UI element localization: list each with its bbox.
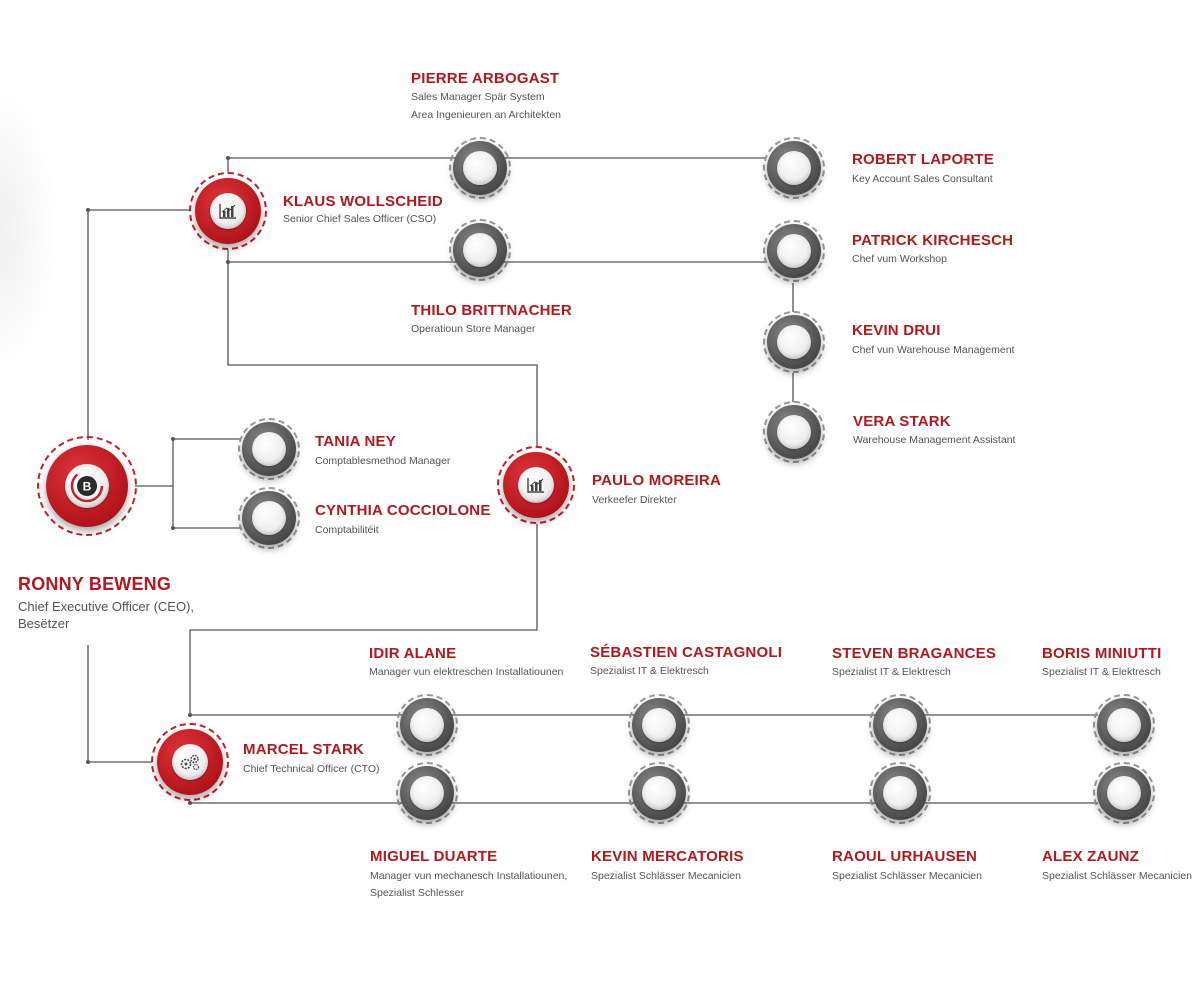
ceo-name: RONNY BEWENG — [18, 574, 172, 594]
pierre-role-line1: Sales Manager Spär System — [411, 91, 545, 103]
thilo-name: THILO BRITTNACHER — [411, 302, 572, 319]
node-pierre[interactable] — [449, 137, 511, 199]
cynthia-role: Comptabilitéit — [315, 524, 379, 536]
kevin-drui-name: KEVIN DRUI — [852, 322, 941, 339]
cso-role: Senior Chief Sales Officer (CSO) — [283, 213, 437, 225]
node-sebastien[interactable] — [628, 694, 690, 756]
joint-dot — [188, 713, 192, 717]
kevin-mercatoris-name: KEVIN MERCATORIS — [591, 848, 744, 865]
gears-icon — [172, 744, 208, 780]
joint-dot — [226, 260, 230, 264]
tania-role: Comptablesmethod Manager — [315, 455, 451, 467]
sebastien-role: Spezialist IT & Elektresch — [590, 665, 709, 677]
miguel-name: MIGUEL DUARTE — [370, 848, 498, 865]
node-miguel[interactable] — [396, 762, 458, 824]
pierre-name: PIERRE ARBOGAST — [411, 70, 560, 87]
line-cso-to-director — [227, 262, 538, 446]
cso-name: KLAUS WOLLSCHEID — [283, 193, 443, 210]
ceo-role-line2: Besëtzer — [18, 616, 70, 631]
joint-dot — [171, 526, 175, 530]
cynthia-name: CYNTHIA COCCIOLONE — [315, 502, 491, 519]
raoul-role: Spezialist Schlässer Mecanicien — [832, 870, 982, 882]
miguel-role-line2: Spezialist Schlesser — [370, 887, 464, 899]
sales-director-role: Verkeefer Direkter — [592, 494, 677, 506]
b-logo-icon: B — [65, 464, 109, 508]
node-tania[interactable] — [238, 418, 300, 480]
joint-dot — [171, 437, 175, 441]
boris-role: Spezialist IT & Elektresch — [1042, 666, 1161, 678]
robert-name: ROBERT LAPORTE — [852, 151, 994, 168]
node-steven[interactable] — [869, 694, 931, 756]
alex-role: Spezialist Schlässer Mecanicien — [1042, 870, 1192, 882]
ceo-role-line1: Chief Executive Officer (CEO), — [18, 599, 195, 614]
vera-role: Warehouse Management Assistant — [853, 434, 1016, 446]
joint-dot — [86, 760, 90, 764]
node-alex[interactable] — [1093, 762, 1155, 824]
node-patrick[interactable] — [763, 220, 825, 282]
robert-role: Key Account Sales Consultant — [852, 173, 993, 185]
node-raoul[interactable] — [869, 762, 931, 824]
line-ceo-up — [87, 209, 190, 440]
patrick-role: Chef vum Workshop — [852, 253, 947, 265]
node-idir[interactable] — [396, 694, 458, 756]
joint-dot — [188, 801, 192, 805]
node-kevin-mercatoris[interactable] — [628, 762, 690, 824]
bar-chart-icon — [210, 193, 246, 229]
joint-dot — [226, 156, 230, 160]
boris-name: BORIS MINIUTTI — [1042, 645, 1162, 662]
node-cynthia[interactable] — [238, 487, 300, 549]
sebastien-name: SÉBASTIEN CASTAGNOLI — [590, 644, 783, 661]
steven-role: Spezialist IT & Elektresch — [832, 666, 951, 678]
line-director-to-cto — [189, 524, 538, 717]
node-kevin-drui[interactable] — [763, 311, 825, 373]
thilo-role: Operatioun Store Manager — [411, 323, 536, 335]
cso-node[interactable] — [189, 172, 267, 250]
miguel-role-line1: Manager vun mechanesch Installatiounen, — [370, 870, 568, 882]
sales-director-node[interactable] — [497, 446, 575, 524]
idir-role: Manager vun elektreschen Installatiounen — [369, 666, 564, 678]
logo-letter: B — [83, 480, 92, 494]
cto-name: MARCEL STARK — [243, 741, 365, 758]
node-thilo[interactable] — [449, 219, 511, 281]
patrick-name: PATRICK KIRCHESCH — [852, 232, 1014, 249]
sales-director-name: PAULO MOREIRA — [592, 472, 721, 489]
cto-role: Chief Technical Officer (CTO) — [243, 763, 380, 775]
node-robert[interactable] — [763, 137, 825, 199]
bar-chart-icon — [518, 467, 554, 503]
node-boris[interactable] — [1093, 694, 1155, 756]
ceo-node[interactable]: B — [37, 436, 137, 536]
kevin-drui-role: Chef vun Warehouse Management — [852, 344, 1015, 356]
kevin-mercatoris-role: Spezialist Schlässer Mecanicien — [591, 870, 741, 882]
joint-dot — [86, 208, 90, 212]
line-ceo-down — [87, 645, 152, 763]
idir-name: IDIR ALANE — [369, 645, 457, 662]
node-vera[interactable] — [763, 401, 825, 463]
cto-node[interactable] — [151, 723, 229, 801]
pierre-role-line2: Area Ingenieuren an Architekten — [411, 109, 562, 121]
line-ceo-accounting — [172, 438, 240, 529]
tania-name: TANIA NEY — [315, 433, 396, 450]
vera-name: VERA STARK — [853, 413, 951, 430]
alex-name: ALEX ZAUNZ — [1042, 848, 1139, 865]
steven-name: STEVEN BRAGANCES — [832, 645, 997, 662]
raoul-name: RAOUL URHAUSEN — [832, 848, 978, 865]
